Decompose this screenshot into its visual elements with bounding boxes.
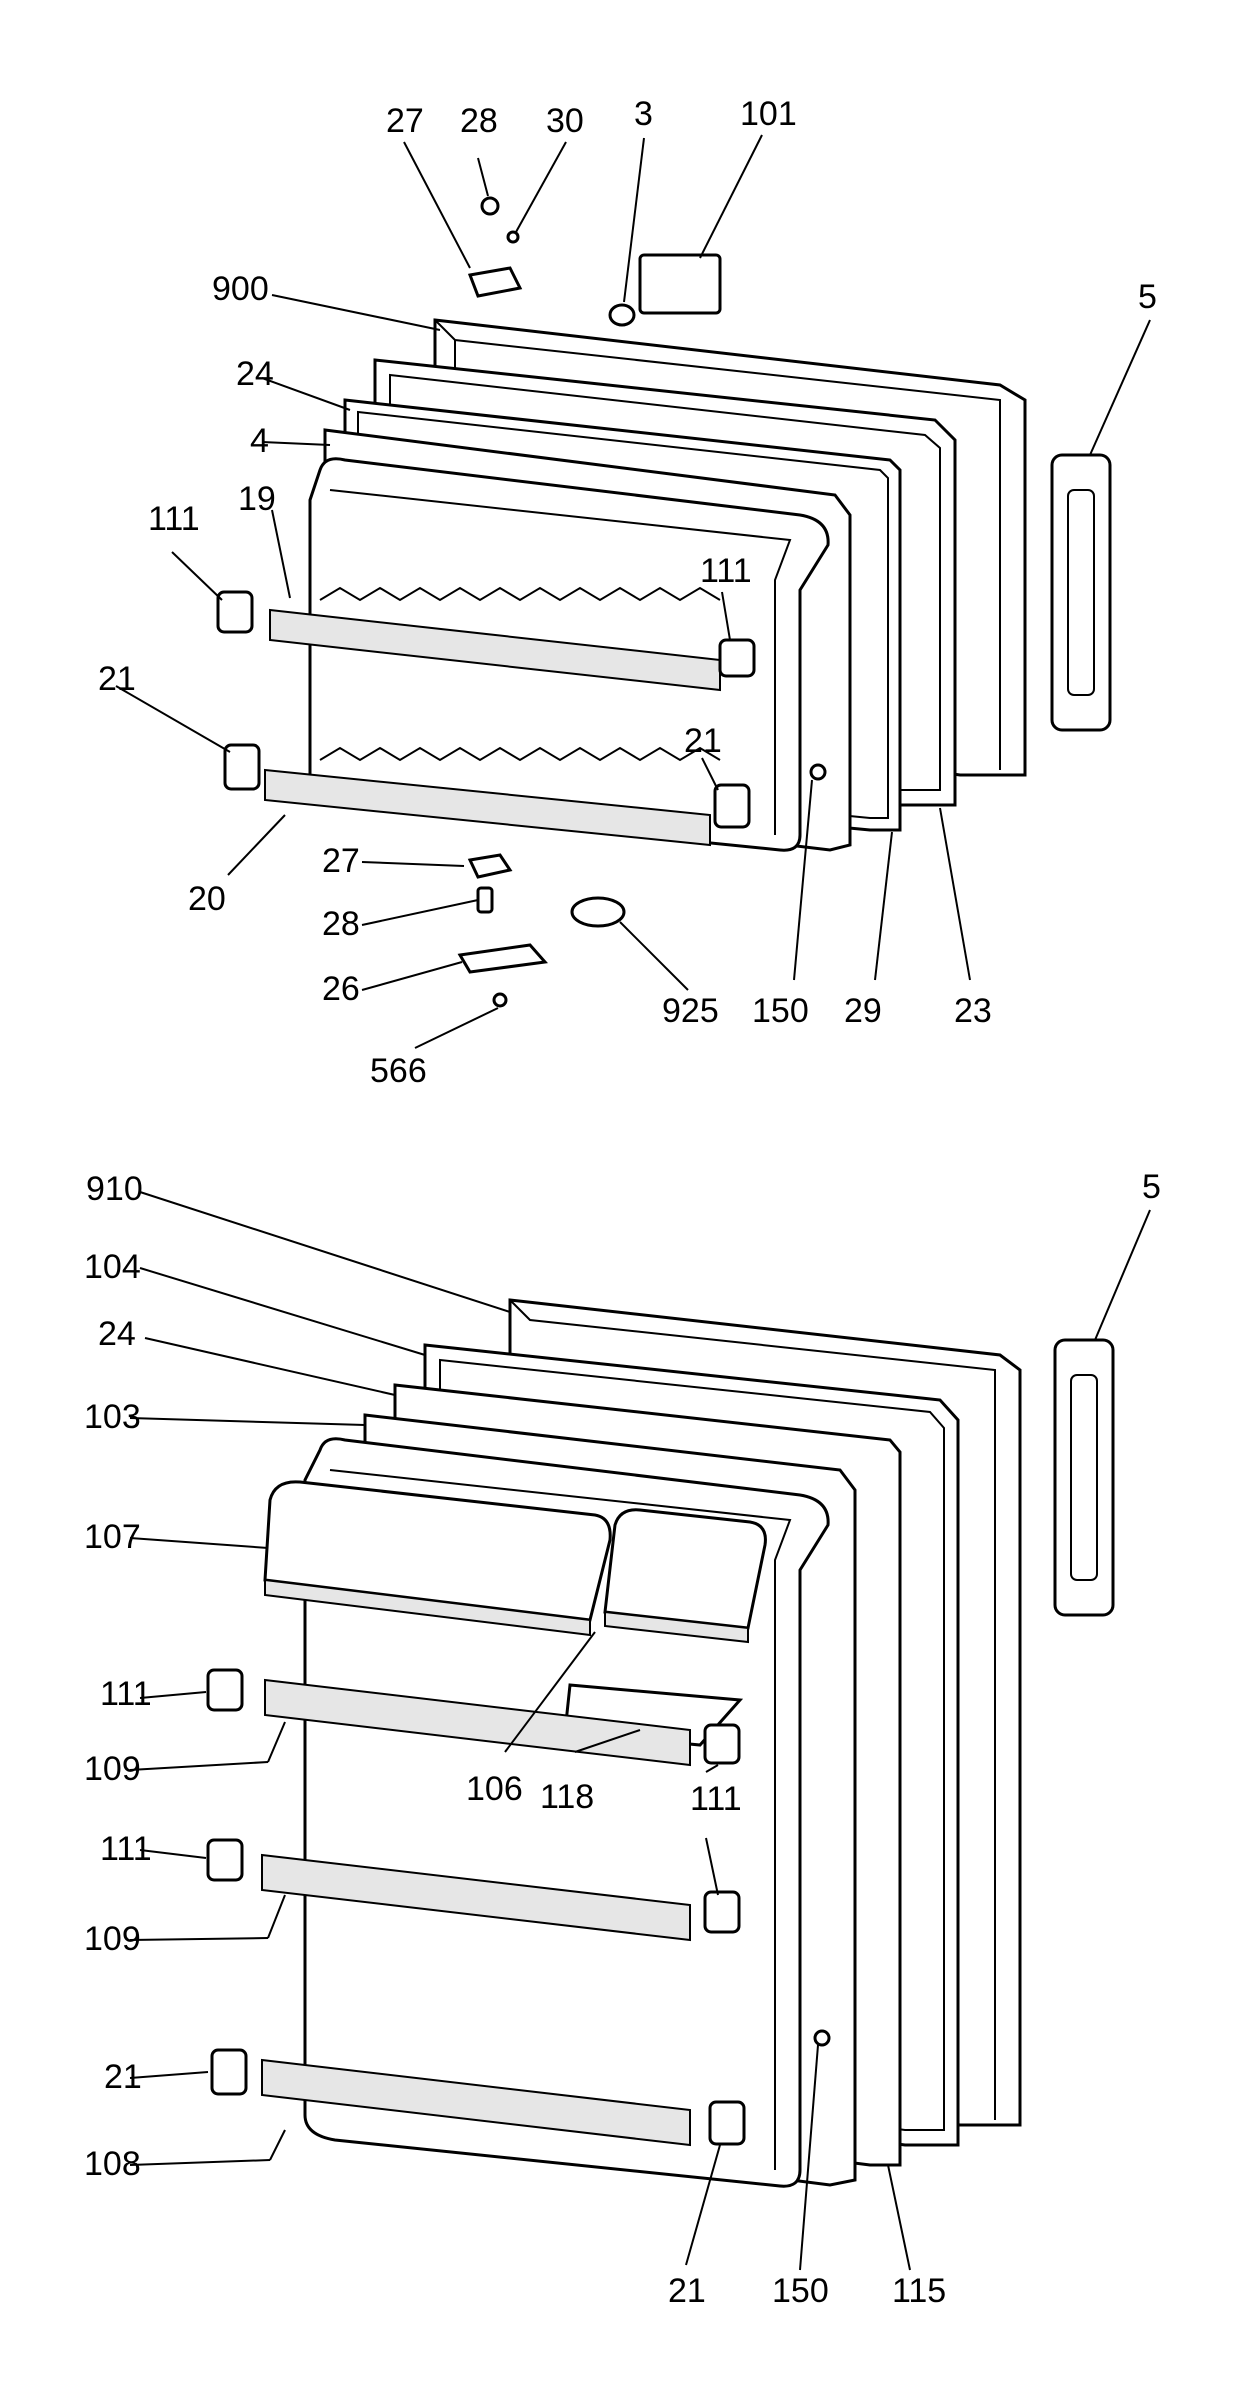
bin-bracket-left-upper bbox=[206, 1668, 244, 1712]
callout: 19 bbox=[238, 480, 276, 518]
callout: 3 bbox=[634, 95, 653, 133]
callout: 111 bbox=[100, 1830, 152, 1868]
callout: 106 bbox=[466, 1770, 523, 1808]
callout: 111 bbox=[100, 1675, 152, 1713]
shelf-bracket-left-upper bbox=[216, 590, 254, 634]
butter-compartment-door bbox=[603, 1508, 767, 1630]
compartment-base bbox=[264, 1578, 591, 1637]
door-handle-top bbox=[1050, 453, 1112, 732]
callout: 111 bbox=[148, 500, 200, 538]
callout: 21 bbox=[684, 722, 722, 760]
callout: 28 bbox=[460, 102, 498, 140]
bin-bracket-left-lower bbox=[210, 2048, 248, 2096]
lower-door-bin bbox=[261, 2058, 691, 2147]
middle-door-bin bbox=[261, 1853, 691, 1942]
upper-shelf-ribs bbox=[319, 586, 721, 602]
callout: 109 bbox=[84, 1750, 141, 1788]
callout: 150 bbox=[772, 2272, 829, 2310]
fresh-food-door-assembly bbox=[206, 1298, 1115, 2188]
callout: 103 bbox=[84, 1398, 141, 1436]
callout: 4 bbox=[250, 422, 269, 460]
callout: 108 bbox=[84, 2145, 141, 2183]
lower-shelf-ribs bbox=[319, 746, 721, 762]
liner-screw bbox=[809, 763, 827, 781]
callout: 21 bbox=[104, 2058, 142, 2096]
callout: 109 bbox=[84, 1920, 141, 1958]
callout: 111 bbox=[700, 552, 752, 590]
callout: 30 bbox=[546, 102, 584, 140]
hinge-pin bbox=[480, 196, 500, 216]
callout: 107 bbox=[84, 1518, 141, 1556]
lower-shelf-bar bbox=[264, 768, 711, 847]
callout: 21 bbox=[98, 660, 136, 698]
upper-door-bin bbox=[264, 1678, 691, 1767]
bin-bracket-left-middle bbox=[206, 1838, 244, 1882]
door-handle-bottom bbox=[1053, 1338, 1115, 1617]
callout: 104 bbox=[84, 1248, 141, 1286]
callout: 101 bbox=[740, 95, 797, 133]
callout: 910 bbox=[86, 1170, 143, 1208]
door-stop bbox=[570, 896, 626, 928]
callout: 28 bbox=[322, 905, 360, 943]
top-hinge bbox=[467, 266, 523, 298]
dairy-compartment-door bbox=[263, 1480, 612, 1622]
bottom-callouts: 910 5 104 24 103 107 111 109 106 118 111… bbox=[84, 1168, 1161, 2310]
nameplate bbox=[638, 253, 722, 315]
top-callouts: 27 28 30 3 101 900 5 24 4 111 19 111 21 … bbox=[98, 95, 1157, 1090]
bottom-hinge-pin bbox=[476, 886, 494, 914]
bottom-hinge-bracket bbox=[467, 853, 513, 879]
callout: 115 bbox=[892, 2272, 946, 2310]
callout: 5 bbox=[1142, 1168, 1161, 1206]
callout: 27 bbox=[322, 842, 360, 880]
callout: 24 bbox=[98, 1315, 136, 1353]
hinge-screw bbox=[492, 992, 508, 1008]
bin-bracket-right-middle bbox=[703, 1890, 741, 1934]
bottom-hinge bbox=[457, 943, 548, 974]
top-leader-lines bbox=[115, 134, 1151, 1049]
bin-bracket-right-upper bbox=[703, 1723, 741, 1765]
callout: 900 bbox=[212, 270, 269, 308]
bottom-leader-lines bbox=[129, 1191, 1151, 2271]
callout: 21 bbox=[668, 2272, 706, 2310]
bin-bracket-right-lower bbox=[708, 2100, 746, 2146]
shelf-bracket-left-lower bbox=[223, 743, 261, 791]
shelf-bracket-right-lower bbox=[713, 783, 751, 829]
callout: 27 bbox=[386, 102, 424, 140]
screw bbox=[506, 230, 520, 244]
callout: 111 bbox=[690, 1780, 742, 1818]
callout: 26 bbox=[322, 970, 360, 1008]
plug-button bbox=[608, 303, 636, 327]
callout: 5 bbox=[1138, 278, 1157, 316]
freezer-door-assembly bbox=[216, 196, 1112, 1008]
callout: 20 bbox=[188, 880, 226, 918]
callout: 925 bbox=[662, 992, 719, 1030]
callout: 29 bbox=[844, 992, 882, 1030]
callout: 150 bbox=[752, 992, 809, 1030]
callout: 118 bbox=[540, 1778, 594, 1816]
shelf-bracket-right-upper bbox=[718, 638, 756, 678]
upper-shelf-bar bbox=[269, 608, 721, 692]
liner-screw bbox=[813, 2029, 831, 2047]
callout: 566 bbox=[370, 1052, 427, 1090]
callout: 23 bbox=[954, 992, 992, 1030]
callout: 24 bbox=[236, 355, 274, 393]
